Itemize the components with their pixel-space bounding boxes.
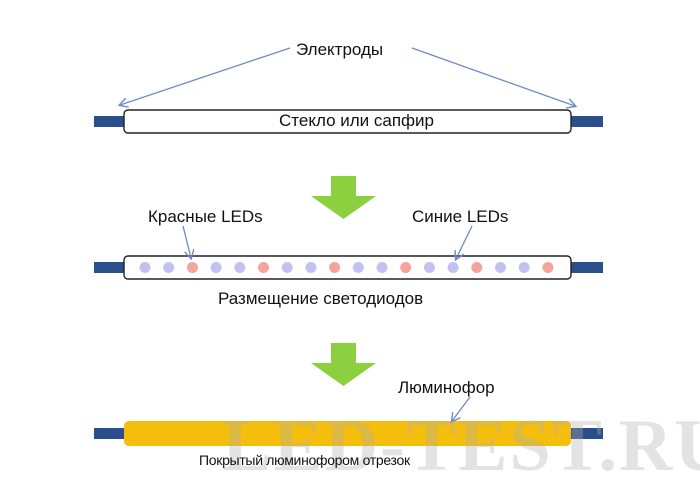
electrode-right	[563, 262, 603, 273]
blue-led-pointer	[456, 225, 473, 259]
down-arrow-icon	[311, 343, 376, 386]
stage-substrate	[94, 47, 603, 134]
blue-leds-label: Синие LEDs	[412, 207, 509, 226]
stage-led-placement	[94, 225, 603, 280]
red-led-dot	[400, 262, 412, 273]
red-led-dot	[329, 262, 341, 273]
electrode-left	[94, 116, 134, 127]
blue-led-dot	[376, 262, 388, 273]
blue-led-dot	[352, 262, 364, 273]
electrode-pointer-left	[120, 47, 291, 105]
electrode-left	[94, 428, 134, 439]
glass-tube	[123, 109, 572, 134]
electrodes-label: Электроды	[296, 40, 384, 59]
electrode-left	[94, 262, 134, 273]
blue-led-dot	[495, 262, 506, 273]
phosphor-coating	[124, 421, 571, 446]
stage-phosphor-coated	[94, 396, 603, 446]
red-leds-label: Красные LEDs	[148, 207, 263, 226]
blue-led-dot	[447, 262, 459, 273]
blue-led-dot	[518, 262, 530, 273]
red-led-pointer	[182, 225, 191, 258]
red-led-dot	[471, 262, 483, 273]
blue-led-dot	[281, 262, 293, 273]
red-led-dot	[542, 262, 554, 273]
blue-led-dot	[163, 262, 175, 273]
electrode-pointer-right	[411, 47, 575, 106]
led-row	[139, 262, 554, 273]
blue-led-dot	[423, 262, 435, 273]
down-arrow-icon	[311, 176, 376, 219]
red-led-dot	[258, 262, 269, 273]
blue-led-dot	[305, 262, 317, 273]
coated-segment-label: Покрытый люминофором отрезок	[199, 452, 410, 468]
electrode-right	[563, 116, 603, 127]
glass-tube	[123, 255, 572, 280]
blue-led-dot	[234, 262, 246, 273]
blue-led-dot	[210, 262, 222, 273]
phosphor-pointer	[452, 396, 471, 421]
led-placement-label: Размещение светодиодов	[218, 289, 424, 308]
phosphor-label: Люминофор	[398, 378, 495, 397]
red-led-dot	[186, 262, 198, 273]
blue-led-dot	[139, 262, 151, 273]
electrode-right	[563, 428, 603, 439]
glass-sapphire-label: Стекло или сапфир	[279, 111, 434, 130]
